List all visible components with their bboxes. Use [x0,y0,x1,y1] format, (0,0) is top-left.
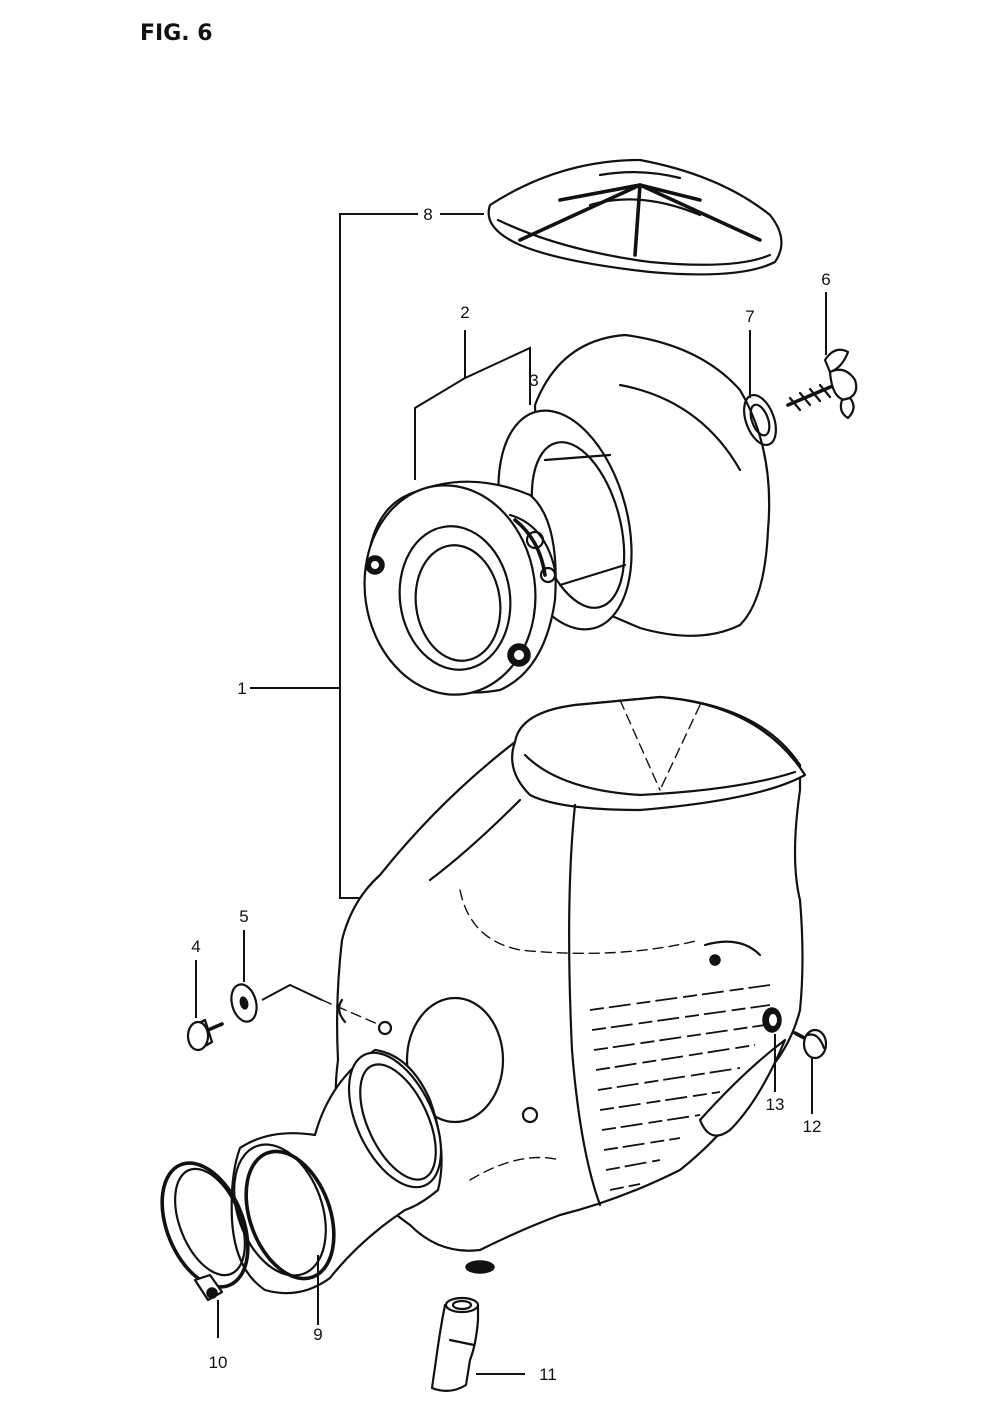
part-2-flange-plate [363,480,557,696]
callout-13: 13 [766,1095,785,1114]
callout-12: 12 [803,1117,822,1136]
callout-7: 7 [745,307,754,326]
part-11-drain-tube [430,1296,525,1392]
part-6-wing-bolt [786,292,858,420]
part-7-washer [743,330,777,446]
part-9-intake-boot [230,1048,443,1325]
callout-3: 3 [529,371,538,390]
callout-1: 1 [237,679,246,698]
callout-8: 8 [423,205,432,224]
part-3-filter-case [497,333,771,637]
part-13-grommet [762,1007,782,1092]
callout-5: 5 [239,907,248,926]
callout-6: 6 [821,270,830,289]
callout-4: 4 [191,937,200,956]
callout-11: 11 [539,1365,557,1384]
part-1-air-cleaner-case [334,695,807,1274]
assembly-bracket-1 [250,213,484,899]
part-4-screw [186,960,224,1052]
part-5-washer [230,930,381,1026]
callout-labels: 1 2 3 4 5 6 7 8 9 10 11 12 13 [191,205,830,1384]
part-12-bolt [793,1028,828,1114]
part-8-filter-element [487,158,783,276]
leader-2-3 [414,330,531,480]
callout-9: 9 [313,1325,322,1344]
part-10-hose-clamp [160,1161,250,1338]
callout-10: 10 [209,1353,228,1372]
figure-title: FIG. 6 [140,21,213,46]
callout-2: 2 [460,303,469,322]
